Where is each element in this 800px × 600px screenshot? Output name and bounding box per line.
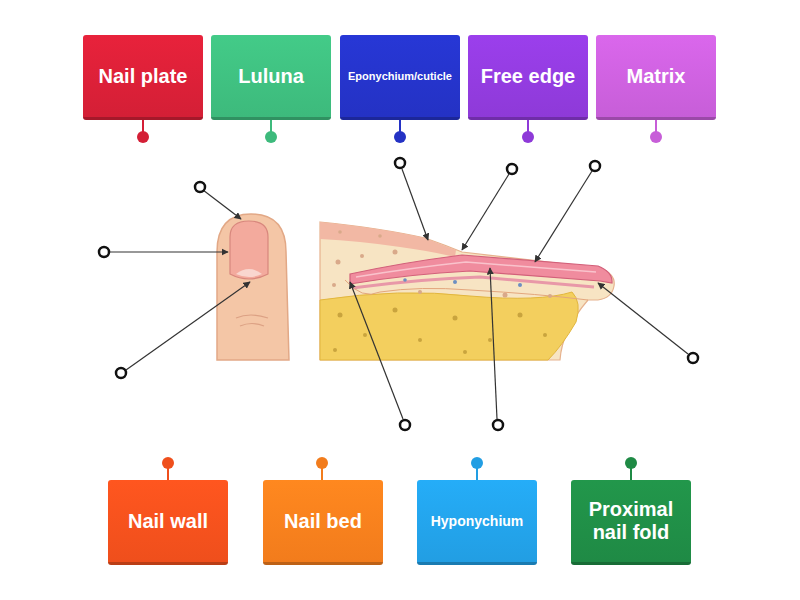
cell (453, 316, 458, 321)
label-box: Hyponychium (417, 480, 537, 565)
cell (338, 230, 342, 234)
cell (378, 234, 382, 238)
answer-circle (688, 353, 698, 363)
answer-circle (116, 368, 126, 378)
leader-line (126, 282, 250, 370)
answer-circle (400, 420, 410, 430)
answer-circle (493, 420, 503, 430)
pin-dot (316, 457, 328, 469)
finger-skin (217, 214, 289, 360)
label-box: Matrix (596, 35, 716, 120)
cell (360, 254, 364, 258)
finger-nail (230, 221, 268, 279)
cell (403, 278, 407, 282)
part-name: Luluna (238, 65, 304, 88)
bone-cells (333, 308, 547, 355)
pin-dot (265, 131, 277, 143)
cell (393, 308, 398, 313)
cell (332, 283, 336, 287)
cell (503, 293, 508, 298)
part-name: Hyponychium (431, 513, 524, 529)
cell (518, 283, 522, 287)
cell (488, 338, 492, 342)
answer-circle (507, 164, 517, 174)
cell (338, 313, 343, 318)
label-box: Proximal nail fold (571, 480, 691, 565)
cell (518, 313, 523, 318)
nail-bed-band (352, 277, 594, 288)
part-name: Nail wall (128, 510, 208, 533)
cell (363, 333, 367, 337)
knuckle-crease (240, 324, 264, 327)
cell (336, 260, 341, 265)
cell (463, 350, 467, 354)
label-box: Luluna (211, 35, 331, 120)
cell (333, 348, 337, 352)
part-name: Eponychium/cuticle (348, 70, 452, 83)
finger-drawing (217, 214, 289, 360)
epidermis-layer (320, 222, 456, 257)
label-pins (137, 120, 662, 480)
part-name: Proximal nail fold (575, 498, 687, 544)
answer-circle (99, 247, 109, 257)
cell (393, 250, 398, 255)
answer-circle (395, 158, 405, 168)
leader-line (535, 171, 592, 262)
pin-dot (522, 131, 534, 143)
pin-dot (625, 457, 637, 469)
leader-line (203, 190, 241, 219)
leader-line (462, 174, 509, 250)
finger-lunula (236, 269, 262, 277)
answer-circle (195, 182, 205, 192)
part-name: Matrix (627, 65, 686, 88)
label-box: Free edge (468, 35, 588, 120)
leader-line (598, 283, 688, 354)
pin-dot (650, 131, 662, 143)
part-name: Free edge (481, 65, 575, 88)
answer-targets (99, 158, 698, 430)
cell (548, 294, 552, 298)
pin-dot (471, 457, 483, 469)
pin-dot (394, 131, 406, 143)
pin-dot (162, 457, 174, 469)
bone (320, 292, 578, 360)
cell (453, 280, 457, 284)
leader-line (110, 251, 228, 252)
cell (543, 333, 547, 337)
leader-line (350, 282, 403, 419)
label-box: Nail wall (108, 480, 228, 565)
leader-lines (110, 169, 688, 419)
nail-bed-cells (403, 278, 522, 287)
answer-circle (590, 161, 600, 171)
nail-highlight (356, 262, 596, 277)
knuckle-crease (236, 315, 268, 318)
cell (418, 290, 422, 294)
tissue-line (345, 280, 588, 300)
part-name: Nail bed (284, 510, 362, 533)
pin-dot (137, 131, 149, 143)
label-box: Nail plate (83, 35, 203, 120)
label-box: Nail bed (263, 480, 383, 565)
part-name: Nail plate (99, 65, 188, 88)
tissue-cells (332, 230, 552, 298)
leader-line (490, 268, 497, 419)
leader-line (402, 169, 428, 240)
nail-plate-section (350, 255, 612, 284)
label-box: Eponychium/cuticle (340, 35, 460, 120)
cell (418, 338, 422, 342)
